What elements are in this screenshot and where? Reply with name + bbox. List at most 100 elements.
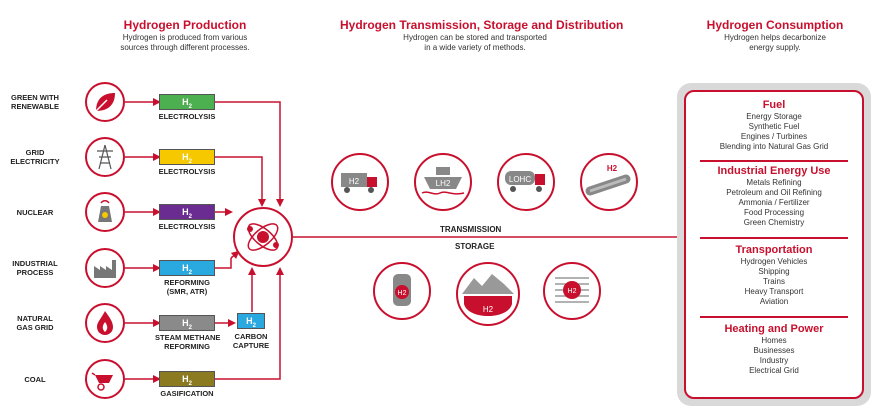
source-label-line1: COAL: [24, 375, 46, 384]
transmission-subtitle-1: Hydrogen can be stored and transported: [403, 33, 547, 42]
tanker-truck-icon: LOHC: [505, 171, 545, 192]
source-icon-circle: [85, 82, 125, 122]
section-divider: [700, 160, 848, 162]
section-item: Businesses: [753, 346, 795, 355]
section-title: Transportation: [735, 244, 813, 256]
wheelbarrow-icon: [91, 372, 113, 391]
coil-circle: H2: [543, 262, 601, 320]
source-label: NUCLEAR: [4, 208, 66, 217]
section-title: Fuel: [762, 99, 786, 111]
process-label: STEAM METHANE REFORMING: [155, 333, 221, 351]
source-label-line1: GREEN WITH: [11, 93, 59, 102]
carbon-capture-line2: CAPTURE: [232, 341, 270, 350]
source-label: GRID ELECTRICITY: [4, 148, 66, 166]
consumption-subtitle-2: energy supply.: [749, 43, 801, 52]
tank-circle: H2: [373, 262, 431, 320]
section-item: Blending into Natural Gas Grid: [719, 142, 829, 151]
transmission-label: TRANSMISSION: [440, 225, 502, 234]
process-label: REFORMING (SMR, ATR): [157, 278, 217, 296]
nuclear-plant-icon: [98, 200, 112, 222]
source-label-line2: GAS GRID: [16, 323, 54, 332]
consumption-inner-panel: [684, 90, 864, 399]
pipeline-label: H2: [607, 164, 618, 173]
section-item: Hydrogen Vehicles: [740, 257, 808, 266]
section-item: Metals Refining: [746, 178, 802, 187]
source-label: COAL: [4, 375, 66, 384]
underground-cavern-icon: H2: [462, 274, 514, 316]
pipeline-circle: H2: [580, 153, 638, 211]
section-divider: [700, 237, 848, 239]
gas-tank-icon: H2: [393, 274, 411, 306]
source-label-line2: PROCESS: [16, 268, 54, 277]
section-item: Heavy Transport: [744, 287, 804, 296]
source-label-line1: NUCLEAR: [16, 208, 54, 217]
consumption-title: Hydrogen Consumption: [706, 18, 844, 32]
production-title: Hydrogen Production: [123, 18, 247, 32]
section-item: Engines / Turbines: [740, 132, 808, 141]
molecule-icon: [247, 223, 279, 251]
h2-box: H2: [159, 260, 215, 276]
section-item: Food Processing: [743, 208, 805, 217]
source-icon-circle: [85, 137, 125, 177]
h2-box: H2: [159, 149, 215, 165]
source-icon-circle: [85, 192, 125, 232]
consumption-section-fuel: Fuel Energy Storage Synthetic Fuel Engin…: [684, 99, 864, 152]
process-label-line2: (SMR, ATR): [166, 287, 208, 296]
section-item: Ammonia / Fertilizer: [738, 198, 810, 207]
pipeline-icon: H2: [585, 164, 631, 196]
section-item: Aviation: [759, 297, 789, 306]
ship-label: LH2: [436, 179, 451, 188]
h2-box: H2: [159, 371, 215, 387]
process-label: GASIFICATION: [157, 389, 217, 398]
source-icon-circle: [85, 359, 125, 399]
section-title: Industrial Energy Use: [717, 165, 831, 177]
consumption-header: Hydrogen Consumption Hydrogen helps deca…: [690, 18, 860, 53]
source-icon-circle: [85, 248, 125, 288]
truck-icon: H2: [341, 173, 377, 193]
transmission-subtitle-2: in a wide variety of methods.: [424, 43, 526, 52]
lohc-circle: LOHC: [497, 153, 555, 211]
carbon-capture-box: H2: [237, 313, 265, 329]
section-title: Heating and Power: [724, 323, 824, 335]
section-item: Petroleum and Oil Refining: [726, 188, 822, 197]
consumption-section-heating: Heating and Power Homes Businesses Indus…: [684, 323, 864, 376]
production-header: Hydrogen Production Hydrogen is produced…: [100, 18, 270, 53]
consumption-section-industrial: Industrial Energy Use Metals Refining Pe…: [684, 165, 864, 228]
process-label-line1: ELECTROLYSIS: [158, 222, 216, 231]
process-label: ELECTROLYSIS: [157, 112, 217, 121]
source-label: INDUSTRIAL PROCESS: [4, 259, 66, 277]
production-subtitle-2: sources through different processes.: [120, 43, 250, 52]
h2-box: H2: [159, 315, 215, 331]
section-divider: [700, 316, 848, 318]
source-label-line1: GRID: [25, 148, 45, 157]
lohc-label: LOHC: [509, 175, 531, 184]
storage-coil-icon: H2: [555, 277, 589, 303]
transmission-header: Hydrogen Transmission, Storage and Distr…: [340, 18, 624, 53]
coil-label: H2: [568, 288, 577, 295]
source-label-line2: RENEWABLE: [11, 102, 59, 111]
production-subtitle-1: Hydrogen is produced from various: [122, 33, 248, 42]
section-item: Shipping: [758, 267, 790, 276]
source-label-line1: INDUSTRIAL: [12, 259, 58, 268]
flame-icon: [97, 311, 113, 335]
process-label-line1: ELECTROLYSIS: [158, 167, 216, 176]
tank-label: H2: [398, 290, 407, 297]
cavern-circle: H2: [456, 262, 520, 326]
process-label-line1: GASIFICATION: [160, 389, 214, 398]
carbon-capture-line1: CARBON: [234, 332, 268, 341]
section-item: Green Chemistry: [743, 218, 805, 227]
section-item: Synthetic Fuel: [748, 122, 800, 131]
transmission-title: Hydrogen Transmission, Storage and Distr…: [340, 18, 624, 32]
section-item: Homes: [761, 336, 787, 345]
truck-label: H2: [349, 177, 360, 186]
h2-box: H2: [159, 94, 215, 110]
power-tower-icon: [97, 144, 113, 170]
process-label-line1: ELECTROLYSIS: [158, 112, 216, 121]
leaf-icon: [95, 93, 115, 112]
consumption-section-transportation: Transportation Hydrogen Vehicles Shippin…: [684, 244, 864, 307]
process-label-line2: REFORMING: [164, 342, 210, 351]
section-item: Electrical Grid: [749, 366, 799, 375]
source-icon-circle: [85, 303, 125, 343]
process-label-line1: STEAM METHANE: [155, 333, 221, 342]
